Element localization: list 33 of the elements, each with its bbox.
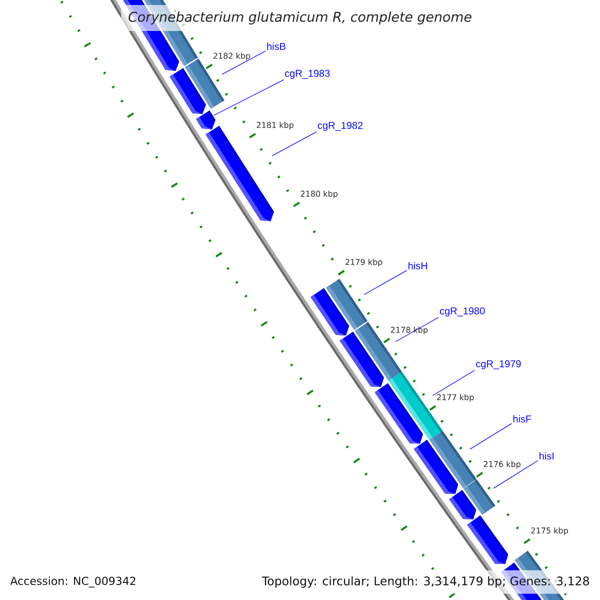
gene-label: cgR_1982 bbox=[318, 122, 363, 131]
tick-label: 2178 kbp bbox=[390, 326, 428, 334]
leader-line bbox=[470, 423, 512, 450]
title: Corynebacterium glutamicum R, complete genome bbox=[121, 5, 479, 31]
tick-label: 2182 kbp bbox=[214, 52, 250, 60]
tick-label: 2177 kbp bbox=[437, 394, 474, 402]
genome-info-text: Topology: circular; Length: 3,314,179 bp; Genes: 3,128 bbox=[258, 570, 594, 594]
tick-label: 2179 kbp bbox=[346, 258, 382, 267]
gene-label: hisI bbox=[540, 452, 554, 460]
gene-label: cgR_1979 bbox=[476, 360, 521, 370]
tick-label: 2176 kbp bbox=[484, 460, 520, 469]
gene-bar bbox=[184, 58, 224, 109]
gene-bar bbox=[430, 430, 476, 488]
leader-line bbox=[222, 50, 266, 75]
leader-line bbox=[364, 270, 408, 295]
leader-line bbox=[493, 460, 538, 489]
gene-block bbox=[196, 110, 216, 130]
gene-label: hisF bbox=[513, 415, 532, 422]
leader-line bbox=[213, 79, 284, 116]
gene-bar bbox=[326, 278, 368, 330]
tick-label: 2181 kbp bbox=[256, 122, 294, 130]
gene-label: cgR_1983 bbox=[284, 70, 330, 79]
gene-block bbox=[467, 515, 508, 564]
gene-label: cgR_1980 bbox=[440, 307, 485, 316]
gene-bar bbox=[464, 479, 496, 515]
tick-label: 2180 kbp bbox=[300, 190, 338, 198]
leader-line bbox=[432, 370, 476, 396]
leader-line bbox=[272, 132, 317, 156]
tick-label: 2175 kbp bbox=[531, 527, 568, 536]
leader-line bbox=[395, 317, 439, 342]
gene-label: hisH bbox=[408, 262, 428, 270]
accession-text: Accession: NC_009342 bbox=[10, 576, 136, 588]
gene-label: hisB bbox=[267, 42, 286, 50]
